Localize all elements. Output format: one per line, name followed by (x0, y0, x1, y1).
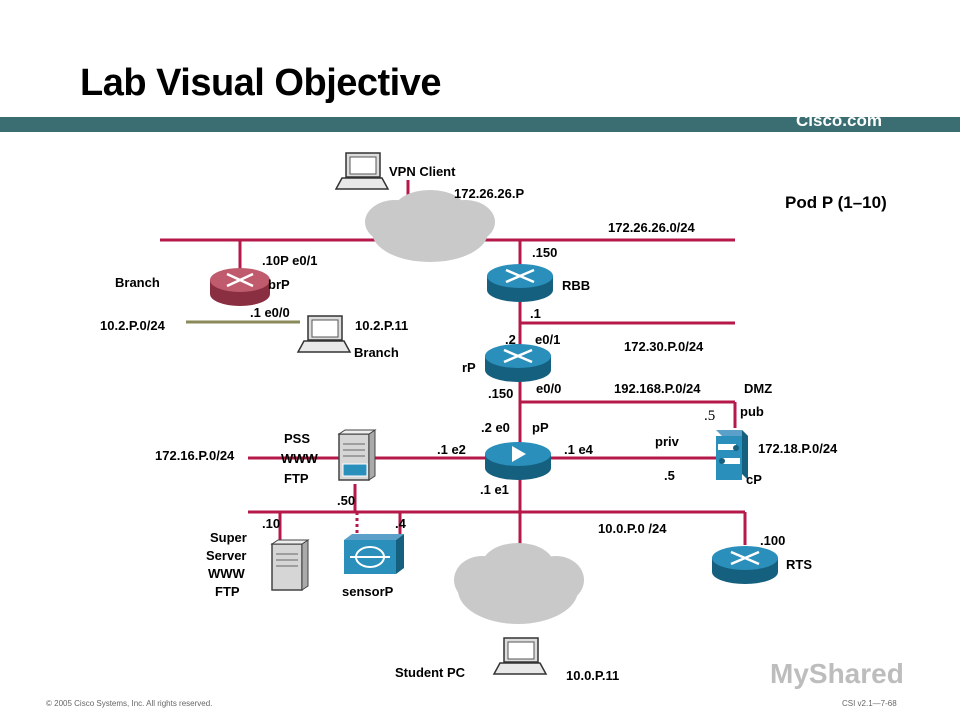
vpn-client-laptop-icon[interactable] (335, 152, 389, 190)
rp-router-icon[interactable] (483, 342, 553, 384)
super-label-1: Super (210, 530, 247, 545)
net-10-0-label: 10.0.P.0 /24 (598, 521, 667, 536)
pp-e4-label: .1 e4 (564, 442, 594, 457)
network-links (160, 180, 747, 570)
net-192-label: 192.168.P.0/24 (614, 381, 701, 396)
pp-e2-label: .1 e2 (437, 442, 466, 457)
cisco-logo[interactable]: Cisco.com (796, 111, 882, 130)
student-cloud (454, 543, 584, 624)
header-band (0, 117, 960, 132)
footer-course: CSI v2.1—7-68 (842, 699, 897, 708)
vpn-client-label: VPN Client (389, 164, 456, 179)
pp-firewall-icon[interactable] (485, 442, 551, 480)
cp-concentrator-icon[interactable] (716, 430, 748, 480)
student-pc-label: Student PC (395, 665, 466, 680)
sensor-icon[interactable] (344, 534, 404, 574)
sensor-4-label: .4 (395, 516, 407, 531)
branch-router-icon[interactable] (210, 268, 270, 306)
rts-label: RTS (786, 557, 812, 572)
br-e01-label: .10P e0/1 (262, 253, 317, 268)
priv-5-label: .5 (664, 468, 675, 483)
pss-label-2: WWW (281, 451, 319, 466)
pss-label-3: FTP (284, 471, 309, 486)
net-172-16-label: 172.16.P.0/24 (155, 448, 235, 463)
super-label-4: FTP (215, 584, 240, 599)
pp-e0-label: .2 e0 (481, 420, 510, 435)
pp-label: pP (532, 420, 549, 435)
net-10-2-label: 10.2.P.0/24 (100, 318, 166, 333)
pod-label: Pod P (1–10) (785, 193, 887, 212)
super-label-3: WWW (208, 566, 246, 581)
vpn-ip-label: 172.26.26.P (454, 186, 524, 201)
pss-50-label: .50 (337, 493, 355, 508)
net-172-18-label: 172.18.P.0/24 (758, 441, 838, 456)
pub-5-label: .5 (704, 408, 715, 424)
brp-label: brP (268, 277, 290, 292)
net-172-26-label: 172.26.26.0/24 (608, 220, 696, 235)
sensor-label: sensorP (342, 584, 394, 599)
priv-label: priv (655, 434, 680, 449)
rp-e00-label: e0/0 (536, 381, 561, 396)
branch-router-label: Branch (115, 275, 160, 290)
rp-150-label: .150 (488, 386, 513, 401)
student-pc-laptop-icon[interactable] (493, 637, 547, 675)
pss-label-1: PSS (284, 431, 310, 446)
footer-copyright: © 2005 Cisco Systems, Inc. All rights re… (46, 699, 213, 708)
br-e00-label: .1 e0/0 (250, 305, 290, 320)
rbb-router-icon[interactable] (485, 262, 555, 304)
cp-label: cP (746, 472, 762, 487)
branch-pc-label: Branch (354, 345, 399, 360)
rbb-label: RBB (562, 278, 590, 293)
rp-2-label: .2 (505, 332, 516, 347)
pp-e1-label: .1 e1 (480, 482, 509, 497)
branch-pc-laptop-icon[interactable] (297, 315, 351, 353)
branch-pc-ip-label: 10.2.P.11 (355, 318, 408, 333)
rts-100-label: .100 (760, 533, 785, 548)
dmz-label: DMZ (744, 381, 772, 396)
pub-label: pub (740, 404, 764, 419)
net-172-30-label: 172.30.P.0/24 (624, 339, 704, 354)
watermark: MyShared (770, 658, 904, 689)
rts-router-icon[interactable] (710, 544, 780, 586)
internet-cloud (365, 190, 495, 262)
super-10-label: .10 (262, 516, 280, 531)
rbb-150-label: .150 (532, 245, 557, 260)
pss-server-icon[interactable] (338, 429, 376, 481)
rp-e01-label: e0/1 (535, 332, 560, 347)
rp-label: rP (462, 360, 476, 375)
page-title: Lab Visual Objective (80, 62, 442, 104)
student-ip-label: 10.0.P.11 (566, 668, 619, 683)
super-label-2: Server (206, 548, 246, 563)
rbb-1-label: .1 (530, 306, 541, 321)
super-server-icon[interactable] (271, 539, 309, 591)
